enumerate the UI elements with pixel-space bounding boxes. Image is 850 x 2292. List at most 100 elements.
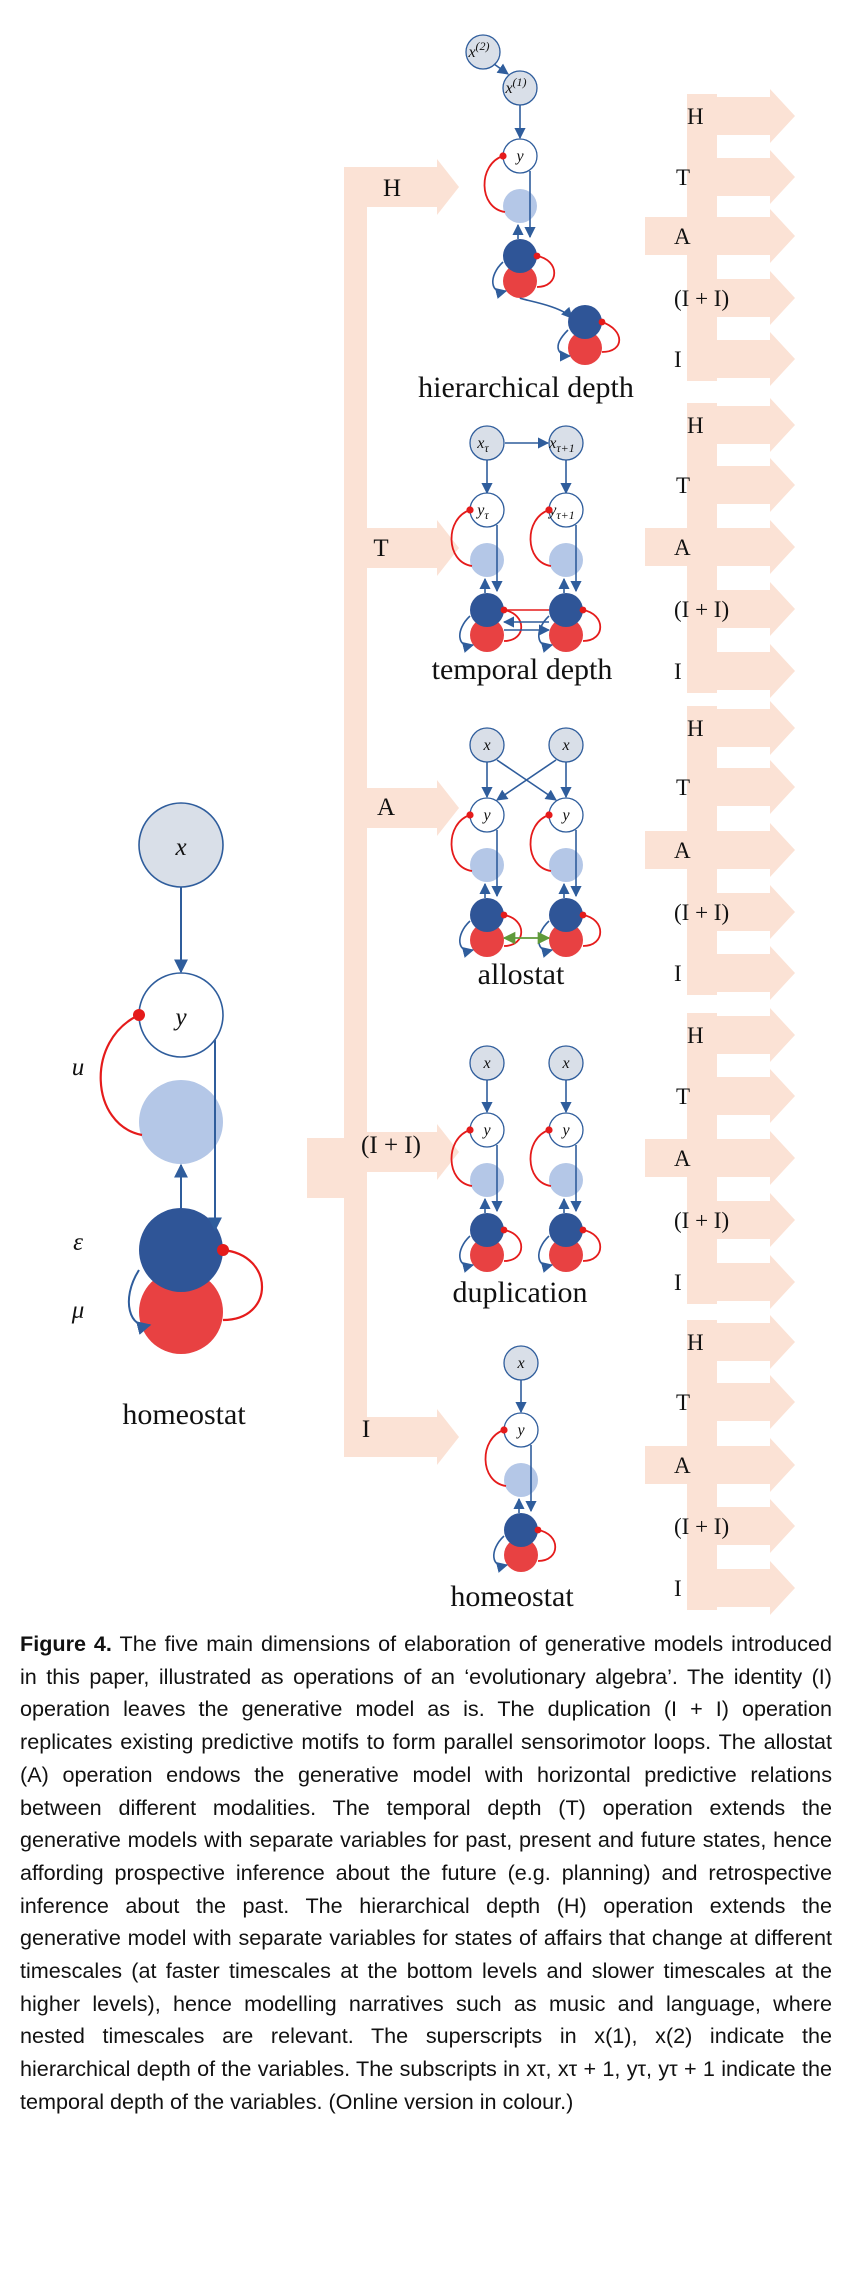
- inhibit-dot: [579, 1226, 587, 1234]
- op-arrow: [687, 760, 795, 814]
- op-label: I: [674, 347, 682, 372]
- mean-node: [549, 923, 583, 957]
- inhibit-dot: [466, 811, 474, 819]
- op-arrow: [645, 1438, 795, 1492]
- large-prediction-node: [139, 1080, 223, 1164]
- branch-label-I: I: [362, 1416, 370, 1443]
- branch-arrow: [344, 520, 459, 576]
- error-node: [504, 1513, 538, 1547]
- op-label: I: [674, 961, 682, 986]
- op-label: H: [687, 1023, 704, 1048]
- branch-texts: H T A (I + I) I hierarchical depth tempo…: [361, 175, 634, 1613]
- branch-label-II: (I + I): [361, 1132, 421, 1159]
- op-arrow: [687, 150, 795, 204]
- large-mu-node: [139, 1270, 223, 1354]
- node-subscript: τ+1: [556, 508, 574, 522]
- inhibit-dot: [545, 506, 553, 514]
- inhibit-dot: [500, 1426, 508, 1434]
- epsilon-label: ε: [73, 1229, 83, 1256]
- op-label: A: [674, 838, 691, 863]
- op-arrow: [687, 946, 795, 1000]
- loop-edge: [459, 615, 475, 653]
- mean-node: [504, 1538, 538, 1572]
- prediction-node: [470, 1163, 504, 1197]
- op-arrow: [687, 582, 795, 636]
- op-arrow: [687, 1255, 795, 1309]
- inhibit-dot: [579, 606, 587, 614]
- node-label: x: [561, 1055, 569, 1072]
- inhibit-dot: [499, 152, 507, 160]
- error-node: [470, 593, 504, 627]
- inhibit-dot: [534, 1526, 542, 1534]
- op-arrow: [687, 1499, 795, 1553]
- op-label: (I + I): [674, 1514, 729, 1539]
- inhibit-dot: [500, 1226, 508, 1234]
- node-superscript: (1): [513, 75, 527, 89]
- node-label: x: [561, 737, 569, 754]
- prediction-node: [549, 848, 583, 882]
- op-arrow: [687, 398, 795, 452]
- inhibit-edge: [529, 1129, 552, 1187]
- node-label: y: [481, 807, 491, 824]
- op-label: T: [676, 1390, 690, 1415]
- inhibit-edge: [503, 914, 522, 947]
- loop-edge: [492, 261, 508, 299]
- inhibit-edge: [529, 814, 552, 872]
- caption-label: Figure 4.: [20, 1631, 112, 1656]
- node-subscript: τ+1: [556, 441, 574, 455]
- op-label: I: [674, 659, 682, 684]
- edge-arrow: [493, 63, 509, 75]
- large-x-label: x: [174, 834, 186, 861]
- node-subscript: τ: [484, 508, 489, 522]
- loop-edge: [538, 1235, 554, 1273]
- inhibit-edge: [450, 814, 473, 872]
- loop-edge: [459, 920, 475, 958]
- inhibit-edge: [450, 1129, 473, 1187]
- op-label: H: [687, 413, 704, 438]
- branch-arrow: [344, 159, 459, 215]
- inhibit-edge: [503, 609, 522, 642]
- inhibit-edge: [536, 255, 555, 288]
- large-homeostat-title: homeostat: [122, 1398, 246, 1431]
- inhibit-edge: [582, 609, 601, 642]
- op-arrow: [645, 209, 795, 263]
- title-allostat: allostat: [478, 958, 565, 991]
- prediction-node: [503, 189, 537, 223]
- edge-arrow: [496, 759, 557, 801]
- inhibit-edge: [484, 1429, 507, 1487]
- mean-node: [470, 923, 504, 957]
- prediction-node: [549, 543, 583, 577]
- error-node: [549, 593, 583, 627]
- node-label: y: [515, 1422, 525, 1439]
- u-label: u: [72, 1054, 85, 1081]
- op-label: A: [674, 224, 691, 249]
- large-homeostat: x y u ε μ homeostat: [71, 802, 264, 1431]
- inhibit-dot: [500, 911, 508, 919]
- op-label: A: [674, 535, 691, 560]
- inhibit-dot: [579, 911, 587, 919]
- node-subscript: τ: [484, 441, 489, 455]
- branch-arrow: [344, 1409, 459, 1465]
- node-label: y: [560, 807, 570, 824]
- op-arrow: [687, 885, 795, 939]
- inhibit-edge: [601, 321, 620, 353]
- op-arrow: [645, 823, 795, 877]
- branch-label-A: A: [377, 794, 395, 821]
- branch-arrow: [344, 1124, 459, 1180]
- inhibit-edge: [582, 1229, 601, 1262]
- op-arrow: [687, 1193, 795, 1247]
- op-label: I: [674, 1270, 682, 1295]
- figure-caption: Figure 4. The five main dimensions of el…: [20, 1628, 832, 2119]
- inhibit-edge: [582, 914, 601, 947]
- x-node: [465, 34, 501, 70]
- op-arrow: [687, 1069, 795, 1123]
- op-label: T: [676, 473, 690, 498]
- loop-edge: [557, 329, 572, 362]
- node-label: x: [516, 1355, 524, 1372]
- prediction-node: [470, 848, 504, 882]
- branch-arrow: [344, 780, 459, 836]
- op-label: A: [674, 1453, 691, 1478]
